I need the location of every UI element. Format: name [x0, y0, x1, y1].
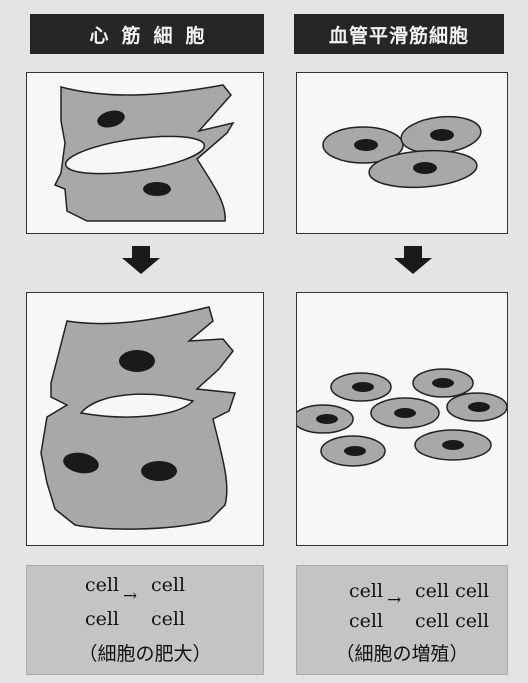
header-cardiomyocyte: 心筋細胞 — [30, 14, 264, 54]
panel-cardiac-after — [26, 292, 264, 546]
nucleus — [413, 162, 437, 174]
nucleus — [442, 440, 464, 450]
cell-label: cell — [349, 610, 383, 632]
cell-label: cell — [85, 574, 119, 596]
cell-label: cell — [151, 608, 185, 630]
nucleus — [352, 382, 374, 392]
cell-label: cell — [85, 608, 119, 630]
nucleus — [344, 446, 366, 456]
cell-label: cell cell — [415, 610, 489, 632]
box-hypertrophy: cell → cell cell cell （細胞の肥大） — [26, 565, 264, 675]
header-left-label: 心筋細胞 — [76, 21, 217, 48]
cardiac-cell-shape — [41, 307, 235, 529]
nucleus — [430, 129, 454, 141]
down-arrow-icon — [122, 246, 160, 274]
header-vascular-smooth-muscle: 血管平滑筋細胞 — [294, 14, 504, 54]
nucleus — [316, 414, 338, 424]
nucleus — [394, 408, 416, 418]
nucleus — [432, 378, 454, 388]
down-arrow-icon — [394, 246, 432, 274]
nucleus — [143, 182, 171, 196]
nucleus — [354, 139, 378, 151]
panel-smooth-before — [296, 72, 508, 234]
box-proliferation: cell → cell cell cell cell cell （細胞の増殖） — [296, 565, 508, 675]
header-right-label: 血管平滑筋細胞 — [329, 21, 469, 48]
caption-proliferation: （細胞の増殖） — [297, 639, 507, 666]
nucleus — [468, 402, 490, 412]
nucleus — [141, 461, 177, 481]
panel-cardiac-before — [26, 72, 264, 234]
cell-label: cell — [349, 580, 383, 602]
caption-hypertrophy: （細胞の肥大） — [27, 639, 263, 666]
cell-label: cell cell — [415, 580, 489, 602]
transition-arrow: → — [123, 586, 137, 606]
cell-label: cell — [151, 574, 185, 596]
transition-arrow: → — [387, 590, 401, 610]
panel-smooth-after — [296, 292, 508, 546]
nucleus — [119, 350, 155, 372]
